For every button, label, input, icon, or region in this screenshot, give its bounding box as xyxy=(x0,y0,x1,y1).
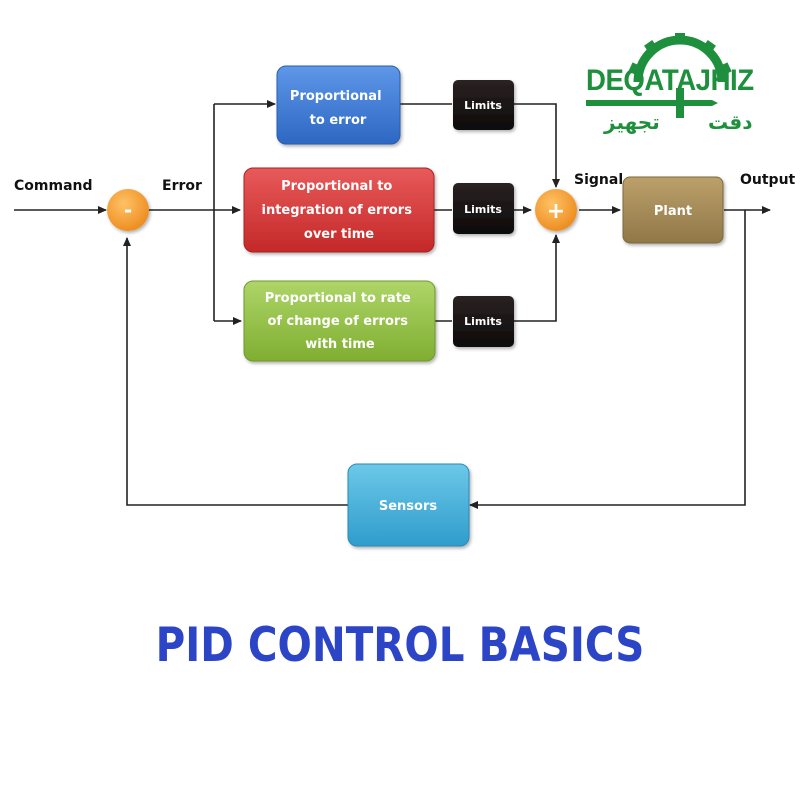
limits-label-bottom: Limits xyxy=(464,315,502,328)
error-label: Error xyxy=(162,178,202,194)
feedback-to-sensors xyxy=(469,210,746,509)
svg-text:Proportional to rate of: Proportional to rate of change of errors… xyxy=(265,291,416,352)
plant-label: Plant xyxy=(654,204,692,219)
svg-text:Proportional to integrat: Proportional to integration of errors ov… xyxy=(262,179,417,242)
integral-line-3: over time xyxy=(304,227,374,242)
derivative-line-3: with time xyxy=(305,337,375,352)
add-sign: + xyxy=(547,199,565,224)
sensors-block: Sensors xyxy=(347,463,470,547)
output-label: Output xyxy=(740,172,796,188)
page-title: PID CONTROL BASICS xyxy=(155,618,645,673)
logo-arabic-text-1: تجهیز xyxy=(604,110,660,134)
gear-icon xyxy=(586,33,732,118)
signal-label: Signal xyxy=(574,172,623,188)
pid-block-diagram: Command Error Signal Output - + Proporti… xyxy=(14,65,796,547)
derivative-block: Proportional to rate of change of errors… xyxy=(243,280,436,362)
limits-label-middle: Limits xyxy=(464,203,502,216)
sensors-to-sum xyxy=(123,237,348,506)
integral-line-1: Proportional to xyxy=(281,179,392,194)
plant-block: Plant xyxy=(622,176,724,244)
limits-block-middle: Limits xyxy=(453,183,514,234)
limits-label-top: Limits xyxy=(464,99,502,112)
derivative-line-1: Proportional to rate xyxy=(265,291,411,306)
command-label: Command xyxy=(14,178,93,194)
svg-text:Proportional to error: Proportional to error xyxy=(290,89,386,128)
derivative-line-2: of change of errors xyxy=(267,314,408,329)
sensors-label: Sensors xyxy=(379,499,438,514)
integral-line-2: integration of errors xyxy=(262,203,413,218)
proportional-line-2: to error xyxy=(310,113,367,128)
proportional-line-1: Proportional xyxy=(290,89,382,104)
limits-top-to-sum xyxy=(514,103,560,188)
limits-bottom-to-sum xyxy=(514,234,560,322)
integral-block: Proportional to integration of errors ov… xyxy=(243,167,435,253)
logo-latin-text: DEQATAJHIZ xyxy=(586,64,754,97)
brand-logo: DEQATAJHIZ تجهیز دقت xyxy=(580,30,770,150)
limits-block-bottom: Limits xyxy=(453,296,514,347)
add-junction: + xyxy=(535,189,577,231)
subtract-sign: - xyxy=(124,198,132,222)
subtract-junction: - xyxy=(107,189,149,231)
logo-arabic-text-2: دقت xyxy=(708,110,753,134)
limits-block-top: Limits xyxy=(453,80,514,130)
proportional-block: Proportional to error xyxy=(276,65,401,145)
